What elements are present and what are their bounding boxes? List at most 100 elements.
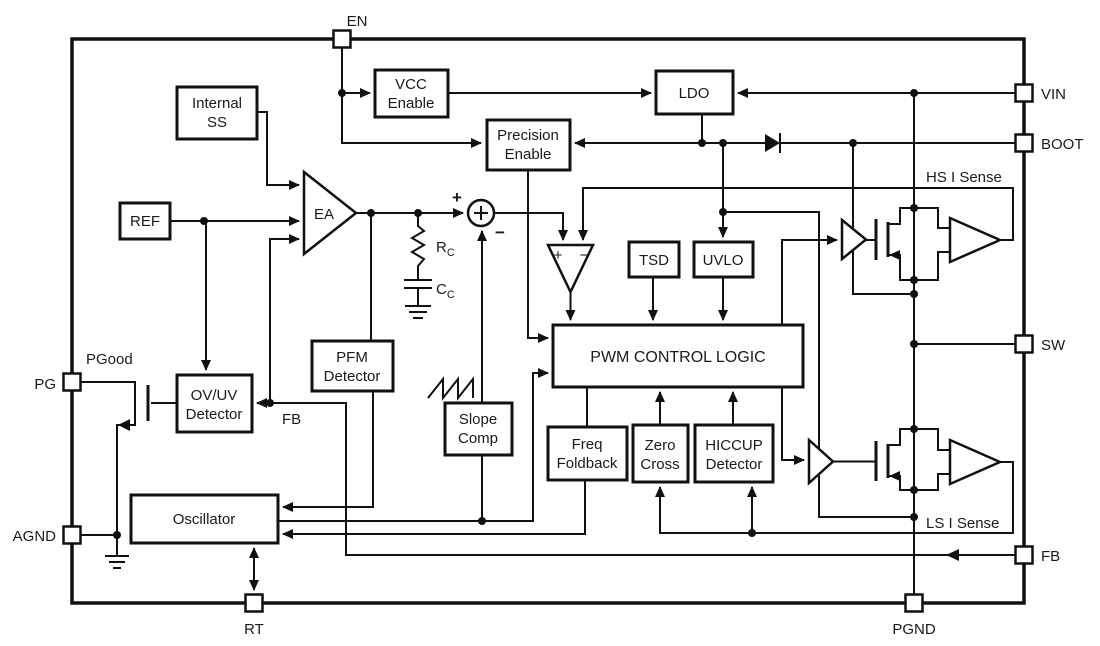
vcc-enable-box [373, 68, 450, 119]
rc-sub: C [447, 247, 455, 259]
capacitor-cc-symbol [404, 279, 432, 289]
pin-boot [1014, 133, 1034, 153]
oscillator-box [129, 493, 280, 545]
junction-dot [338, 89, 346, 97]
junction-dot [910, 89, 918, 97]
junction-dot [113, 531, 121, 539]
error-amp-label: EA [314, 206, 334, 223]
pin-label-pg: PG [34, 376, 56, 393]
precision-enable-box [485, 118, 572, 172]
pin-vin [1014, 83, 1034, 103]
tsd-box [627, 240, 681, 279]
pin-sw [1014, 334, 1034, 354]
pin-labels: EN VIN BOOT SW FB PGND RT AGND PG [13, 13, 1084, 638]
internal-ss-line1: Internal [192, 95, 242, 112]
ls-current-sense-amp-icon [948, 438, 1004, 486]
freq-foldback-box [546, 425, 629, 482]
junction-dot [849, 139, 857, 147]
sum-minus-sign: − [495, 223, 505, 242]
pin-label-boot: BOOT [1041, 136, 1084, 153]
junction-dots [113, 89, 918, 539]
pin-label-rt: RT [244, 621, 264, 638]
block-slope-comp: Slope Comp [443, 401, 514, 457]
slope-comp-line1: Slope [459, 411, 497, 428]
wiring [80, 48, 1015, 594]
error-amplifier: EA [302, 169, 359, 257]
wire-hs-fet-source [888, 254, 914, 281]
junction-dot [910, 486, 918, 494]
wire-freq-foldback-to-oscillator [282, 480, 586, 539]
pfm-line1: PFM [336, 349, 368, 366]
fb-direction-arrow [946, 549, 959, 561]
wire-ls-amp-in-bottom [914, 473, 950, 491]
zero-cross-line2: Cross [640, 456, 679, 473]
cc-sub: C [447, 289, 455, 301]
hiccup-line2: Detector [706, 456, 763, 473]
cc-label: CC [436, 281, 455, 301]
junction-dot [910, 425, 918, 433]
pin-pgnd [904, 593, 924, 613]
wire-hs-i-sense [578, 187, 1014, 241]
resistor-rc-symbol [410, 213, 426, 280]
pfm-line2: Detector [324, 368, 381, 385]
error-amp-icon [302, 169, 359, 257]
junction-dot [478, 517, 486, 525]
comparator-minus: − [580, 247, 589, 264]
hiccup-line1: HICCUP [705, 437, 763, 454]
wire-fb-net [270, 402, 1015, 556]
vcc-enable-line1: VCC [395, 76, 427, 93]
junction-dot [698, 139, 706, 147]
net-label-hs-i-sense: HS I Sense [926, 169, 1002, 186]
wire-oscillator-to-pwm [278, 368, 549, 522]
ldo-label: LDO [679, 85, 710, 102]
wire-pg-drain [80, 381, 136, 416]
zero-cross-box [631, 423, 690, 484]
precision-enable-line2: Enable [505, 146, 552, 163]
diode-triangle [765, 134, 780, 152]
pgood-transistor-icon [118, 385, 150, 431]
block-zero-cross: Zero Cross [631, 423, 690, 484]
junction-dot [910, 276, 918, 284]
hs-fet-source-arrow [889, 250, 900, 260]
pgood-source-arrow [118, 419, 130, 431]
pin-fb [1014, 545, 1034, 565]
block-internal-ss: Internal SS [175, 85, 259, 141]
ref-label: REF [130, 213, 160, 230]
pins [62, 29, 1034, 613]
slope-comp-box [443, 401, 514, 457]
junction-dot [719, 208, 727, 216]
block-tsd: TSD [627, 240, 681, 279]
wire-fb-to-ea [269, 234, 300, 403]
net-labels: PGood FB HS I Sense LS I Sense [86, 169, 1002, 532]
junction-dot [367, 209, 375, 217]
wire-hs-amp-in-bottom [914, 251, 950, 281]
block-pwm-control-logic: PWM CONTROL LOGIC [551, 323, 805, 389]
chip-boundary [70, 37, 1026, 605]
wire-ls-i-sense [655, 461, 1014, 534]
net-label-pgood: PGood [86, 351, 133, 368]
wire-pfm-to-oscillator [282, 391, 374, 512]
compensation-network [404, 213, 432, 319]
ldo-box [654, 69, 735, 116]
sum-plus-sign: + [452, 188, 462, 207]
block-oscillator: Oscillator [129, 493, 280, 545]
ls-mosfet-icon [874, 441, 900, 481]
pin-label-agnd: AGND [13, 528, 57, 545]
wire-pwm-to-ls-driver [781, 387, 805, 465]
junction-dot [910, 290, 918, 298]
zero-cross-line1: Zero [645, 437, 676, 454]
freq-foldback-line1: Freq [572, 436, 603, 453]
slope-comp-line2: Comp [458, 430, 498, 447]
wire-ls-fet-drain [888, 428, 914, 446]
block-hiccup-detector: HICCUP Detector [693, 423, 775, 484]
block-precision-enable: Precision Enable [485, 118, 572, 172]
rc-label: RC [436, 239, 455, 259]
pin-en [332, 29, 352, 49]
ovuv-line1: OV/UV [191, 387, 238, 404]
wire-vcc-to-ls-driver [723, 211, 914, 518]
pin-label-sw: SW [1041, 337, 1066, 354]
junction-dot [910, 204, 918, 212]
junction-dot [910, 513, 918, 521]
wire-en-to-precision-enable [341, 48, 482, 148]
